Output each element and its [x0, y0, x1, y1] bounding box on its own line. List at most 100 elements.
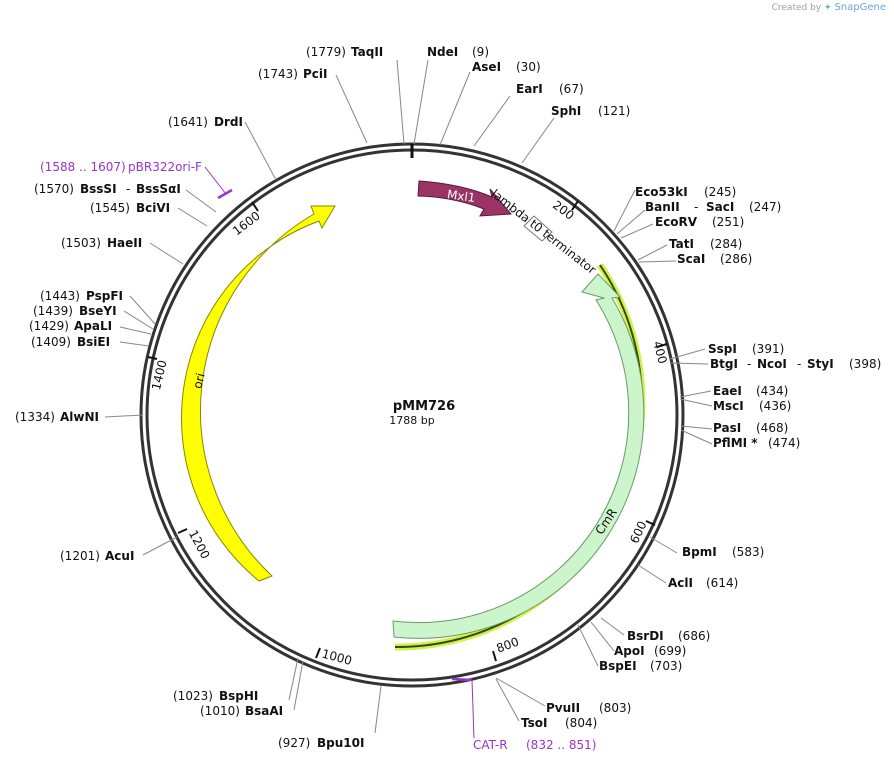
enzyme-eco53ki-pos: (245)	[704, 185, 736, 199]
enzyme-scai-name: ScaI	[677, 252, 705, 266]
tick-label-400: 400	[650, 340, 669, 366]
primer-cat-r-leader	[471, 679, 475, 739]
enzyme-tati[interactable]: TatI (284)	[669, 237, 742, 251]
cmr-feature[interactable]	[392, 273, 645, 639]
enzyme-eari[interactable]: EarI (67)	[516, 82, 584, 96]
tick-1400: 1400	[147, 356, 170, 392]
enzyme-asei[interactable]: AseI (30)	[472, 60, 541, 74]
ori-feature[interactable]	[181, 205, 336, 582]
enzyme-scai-pos: (286)	[720, 252, 752, 266]
enzyme-bsssi-bsssai[interactable]: (1570) BssSI - BssSαI	[34, 182, 181, 196]
enzyme-pspfi-pos: (1443)	[40, 289, 80, 303]
enzyme-bpmi-name: BpmI	[682, 545, 717, 559]
tick-label-200: 200	[550, 198, 577, 223]
enzyme-pcii[interactable]: (1743) PciI	[258, 67, 328, 81]
primer-pbr322ori-f-leader	[204, 166, 227, 195]
enzyme-drdi-name: DrdI	[214, 115, 243, 129]
cmr-highlight-line	[394, 264, 643, 649]
enzyme-bsrdi-name: BsrDI	[627, 629, 664, 643]
enzyme-ecorv[interactable]: EcoRV (251)	[655, 215, 744, 229]
enzyme-alwni[interactable]: (1334) AlwNI	[15, 410, 99, 424]
enzyme-bsphi[interactable]: (1023) BspHI	[173, 689, 258, 703]
enzyme-pflmi[interactable]: PflMI * (474)	[713, 436, 800, 450]
enzyme-tsoi[interactable]: TsoI (804)	[521, 716, 597, 730]
enzyme-apali[interactable]: (1429) ApaLI	[29, 319, 112, 333]
enzyme-pspfi[interactable]: (1443) PspFI	[40, 289, 123, 303]
enzyme-ecorv-pos: (251)	[712, 215, 744, 229]
enzyme-msci[interactable]: MscI (436)	[713, 399, 791, 413]
enzyme-pasi[interactable]: PasI (468)	[713, 421, 788, 435]
enzyme-tsoi-name: TsoI	[521, 716, 547, 730]
tick-label-1200: 1200	[186, 528, 213, 562]
enzyme-apoi-name: ApoI	[614, 644, 645, 658]
enzyme-bsrdi[interactable]: BsrDI (686)	[627, 629, 710, 643]
enzyme-eaei-name: EaeI	[713, 384, 742, 398]
tick-200: 200	[550, 198, 579, 223]
enzyme-scai[interactable]: ScaI (286)	[677, 252, 752, 266]
enzyme-sphi-pos: (121)	[598, 104, 630, 118]
tick-label-1600: 1600	[230, 209, 263, 239]
enzyme-sspi[interactable]: SspI (391)	[708, 342, 784, 356]
enzyme-drdi-pos: (1641)	[168, 115, 208, 129]
enzyme-haeii[interactable]: (1503) HaeII	[61, 236, 142, 250]
enzyme-sspi-name: SspI	[708, 342, 737, 356]
mxl1-label: Mxl1	[446, 187, 476, 205]
primer-cat-r-range: (832 .. 851)	[526, 738, 596, 752]
enzyme-taqii[interactable]: (1779) TaqII	[306, 45, 383, 59]
enzyme-bcivi[interactable]: (1545) BciVI	[90, 201, 170, 215]
enzyme-bpu10i-name: Bpu10I	[317, 736, 364, 750]
enzyme-bcivi-name: BciVI	[136, 201, 170, 215]
enzyme-bseyi[interactable]: (1439) BseYI	[33, 304, 117, 318]
enzyme-bspei[interactable]: BspEI (703)	[599, 659, 682, 673]
enzyme-bseyi-pos: (1439)	[33, 304, 73, 318]
enzyme-btgi-name: BtgI	[710, 357, 738, 371]
enzyme-eari-name: EarI	[516, 82, 543, 96]
enzyme-pasi-pos: (468)	[756, 421, 788, 435]
enzyme-bsiei[interactable]: (1409) BsiEI	[31, 335, 110, 349]
plasmid-name: pMM726	[393, 399, 455, 414]
enzyme-pvuii[interactable]: PvuII (803)	[546, 701, 631, 715]
enzyme-asei-name: AseI	[472, 60, 501, 74]
enzyme-haeii-pos: (1503)	[61, 236, 101, 250]
enzyme-haeii-name: HaeII	[107, 236, 142, 250]
tick-label-800: 800	[494, 635, 520, 656]
enzyme-apali-pos: (1429)	[29, 319, 69, 333]
enzyme-tati-name: TatI	[669, 237, 694, 251]
tick-label-1400: 1400	[149, 359, 170, 392]
enzyme-banii-name: BanII	[645, 200, 680, 214]
mxl1-feature[interactable]	[417, 180, 513, 217]
plasmid-length: 1788 bp	[389, 414, 434, 427]
enzyme-ndei[interactable]: NdeI (9)	[427, 45, 489, 59]
enzyme-bsiei-name: BsiEI	[77, 335, 110, 349]
enzyme-bseyi-name: BseYI	[79, 304, 117, 318]
enzyme-msci-name: MscI	[713, 399, 744, 413]
primer-cat-r-name: CAT-R	[473, 738, 508, 752]
enzyme-bpmi[interactable]: BpmI (583)	[682, 545, 764, 559]
enzyme-apoi[interactable]: ApoI (699)	[614, 644, 686, 658]
lambda-t0-terminator[interactable]	[523, 215, 553, 242]
enzyme-btgi-sep: -	[747, 357, 751, 371]
enzyme-acli-pos: (614)	[706, 576, 738, 590]
terminator-label: lambda t0 terminator	[489, 187, 599, 277]
enzyme-bsaai[interactable]: (1010) BsaAI	[200, 704, 283, 718]
enzyme-drdi[interactable]: (1641) DrdI	[168, 115, 243, 129]
enzyme-eaei[interactable]: EaeI (434)	[713, 384, 788, 398]
enzyme-alwni-name: AlwNI	[60, 410, 99, 424]
enzyme-bpu10i[interactable]: (927) Bpu10I	[278, 736, 364, 750]
enzyme-styi-name: StyI	[807, 357, 834, 371]
enzyme-pflmi-pos: (474)	[768, 436, 800, 450]
primer-pbr322ori-f-bar	[217, 188, 233, 200]
enzyme-btgi-ncoi-styi[interactable]: BtgI - NcoI - StyI (398)	[710, 357, 881, 371]
enzyme-acli[interactable]: AclI (614)	[668, 576, 738, 590]
enzyme-bsiei-pos: (1409)	[31, 335, 71, 349]
enzyme-eco53ki[interactable]: Eco53kI (245)	[635, 185, 736, 199]
enzyme-banii-saci[interactable]: BanII - SacI (247)	[645, 200, 781, 214]
enzyme-bsphi-name: BspHI	[219, 689, 258, 703]
enzyme-tati-pos: (284)	[710, 237, 742, 251]
enzyme-sphi[interactable]: SphI (121)	[551, 104, 630, 118]
enzyme-acli-name: AclI	[668, 576, 693, 590]
enzyme-acui[interactable]: (1201) AcuI	[60, 549, 134, 563]
enzyme-pasi-name: PasI	[713, 421, 741, 435]
enzyme-ncoi-sep: -	[797, 357, 801, 371]
enzyme-bsssi-name: BssSI	[80, 182, 117, 196]
